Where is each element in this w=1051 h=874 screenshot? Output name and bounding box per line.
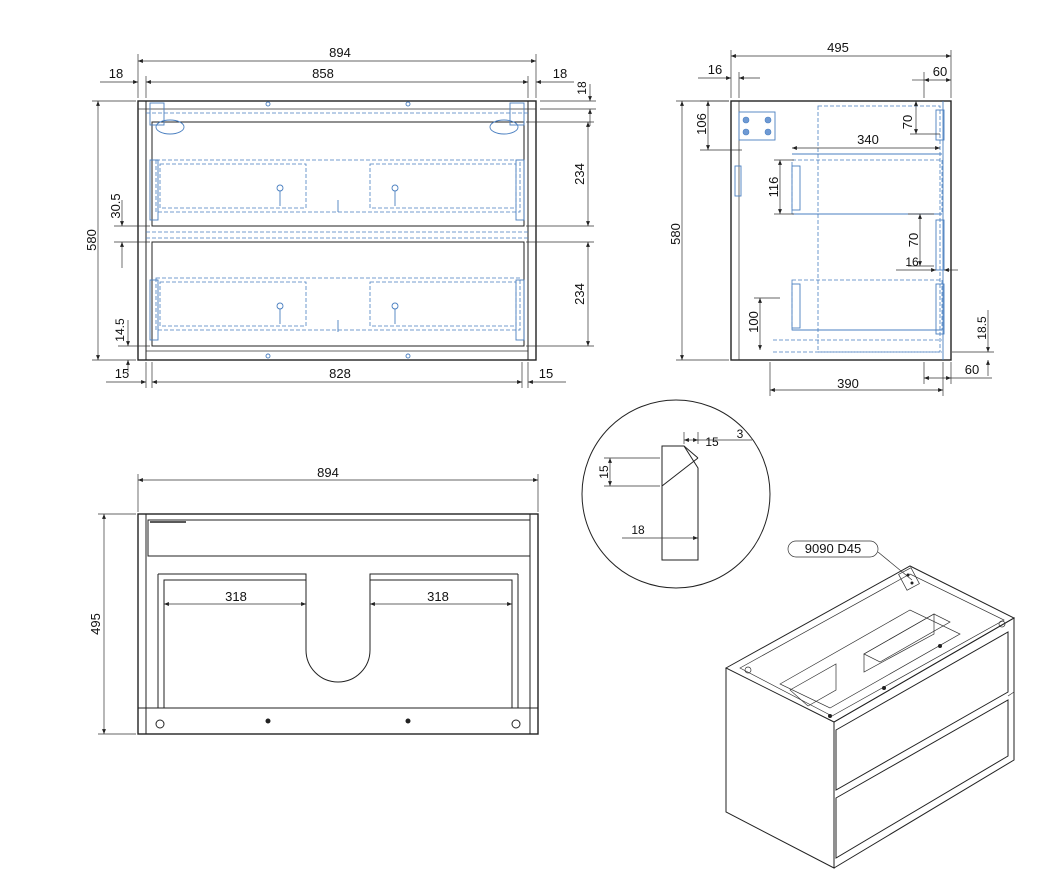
side-view: 495 16 60 106 70 340 116 70 (668, 40, 994, 396)
edge-detail: 15 3 15 18 (581, 399, 771, 589)
dim-gap-mid: 30.5 (108, 193, 123, 218)
dim-mid-h: 16 (905, 255, 919, 269)
dim-drawer-height: 116 (766, 177, 781, 198)
dim-right-cut: 318 (427, 589, 449, 604)
dim-back-offset: 16 (708, 62, 722, 77)
dim-bottom-gap: 100 (746, 311, 761, 333)
dim-detail-edge: 15 (597, 465, 611, 479)
dim-hinge-v: 70 (900, 115, 915, 129)
dim-foot: 18.5 (975, 316, 989, 340)
dim-gap-bottom: 14.5 (113, 318, 127, 342)
iso-callout: 9090 D45 (805, 541, 861, 556)
dim-top-thickness: 18 (575, 81, 589, 95)
dim-left-cut: 318 (225, 589, 247, 604)
dim-detail-a: 15 (705, 435, 719, 449)
dim-bottom-inner: 828 (329, 366, 351, 381)
dim-side-left: 18 (109, 66, 123, 81)
dim-inner-width: 858 (312, 66, 334, 81)
dim-top-width: 894 (317, 465, 339, 480)
dim-drawer-lower: 234 (572, 283, 587, 305)
dim-front-offset: 60 (933, 64, 947, 79)
front-view: 894 858 18 18 18 234 234 580 30.5 (84, 45, 596, 388)
dim-mid-v: 70 (906, 233, 921, 247)
dim-drawer-depth: 340 (857, 132, 879, 147)
dim-total-width: 894 (329, 45, 351, 60)
dim-drawer-upper: 234 (572, 163, 587, 185)
dim-top-depth: 495 (88, 613, 103, 635)
dim-bottom-depth: 390 (837, 376, 859, 391)
dim-side-right: 18 (553, 66, 567, 81)
dim-side-height: 580 (668, 223, 683, 245)
dim-detail-b: 3 (737, 427, 744, 441)
dim-bottom-front: 60 (965, 362, 979, 377)
dim-depth: 495 (827, 40, 849, 55)
dim-detail-thickness: 18 (631, 523, 645, 537)
dim-height: 580 (84, 229, 99, 251)
dim-bottom-right: 15 (539, 366, 553, 381)
iso-view: 9090 D45 (724, 540, 1016, 869)
dim-bottom-left: 15 (115, 366, 129, 381)
dim-hinge-height: 106 (694, 113, 709, 135)
top-view: 894 495 318 318 (88, 465, 539, 735)
